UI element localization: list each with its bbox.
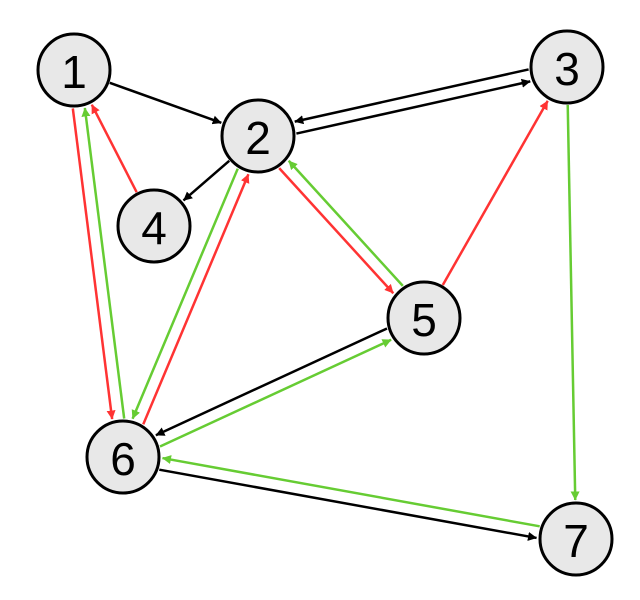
edge-3-to-7	[566, 104, 580, 501]
edge-7-to-6	[162, 455, 540, 528]
edge-4-to-1	[90, 104, 138, 193]
edge-2-to-4	[182, 159, 231, 202]
node-6: 6	[85, 419, 161, 495]
edge-6-to-5	[159, 338, 392, 448]
node-1: 1	[36, 32, 112, 108]
node-label: 3	[554, 43, 580, 95]
node-circle	[36, 32, 112, 108]
node-circle	[529, 29, 605, 105]
edge-2-to-3	[296, 78, 531, 135]
node-7: 7	[538, 501, 614, 577]
node-label: 4	[141, 202, 167, 254]
node-circle	[116, 188, 192, 264]
node-5: 5	[386, 280, 462, 356]
node-label: 6	[110, 433, 136, 485]
edge-3-to-2	[294, 68, 529, 125]
node-4: 4	[116, 188, 192, 264]
edge-6-to-1	[81, 107, 126, 419]
node-label: 5	[411, 294, 437, 346]
node-label: 2	[245, 112, 271, 164]
nodes-layer: 1 2 3 4 5 6 7	[36, 29, 614, 577]
edge-1-to-6	[71, 108, 116, 420]
node-3: 3	[529, 29, 605, 105]
node-circle	[85, 419, 161, 495]
node-circle	[220, 98, 296, 174]
node-circle	[538, 501, 614, 577]
edge-2-to-5	[278, 167, 395, 295]
edges-layer	[71, 68, 580, 541]
edge-5-to-6	[155, 327, 388, 437]
edge-5-to-3	[441, 100, 549, 286]
edge-5-to-2	[287, 159, 404, 287]
edge-6-to-7	[159, 468, 537, 541]
node-circle	[386, 280, 462, 356]
node-label: 7	[563, 515, 589, 567]
edge-6-to-2	[142, 173, 250, 425]
edge-1-to-2	[109, 81, 222, 125]
node-label: 1	[61, 46, 87, 98]
node-2: 2	[220, 98, 296, 174]
edge-2-to-6	[131, 168, 239, 420]
